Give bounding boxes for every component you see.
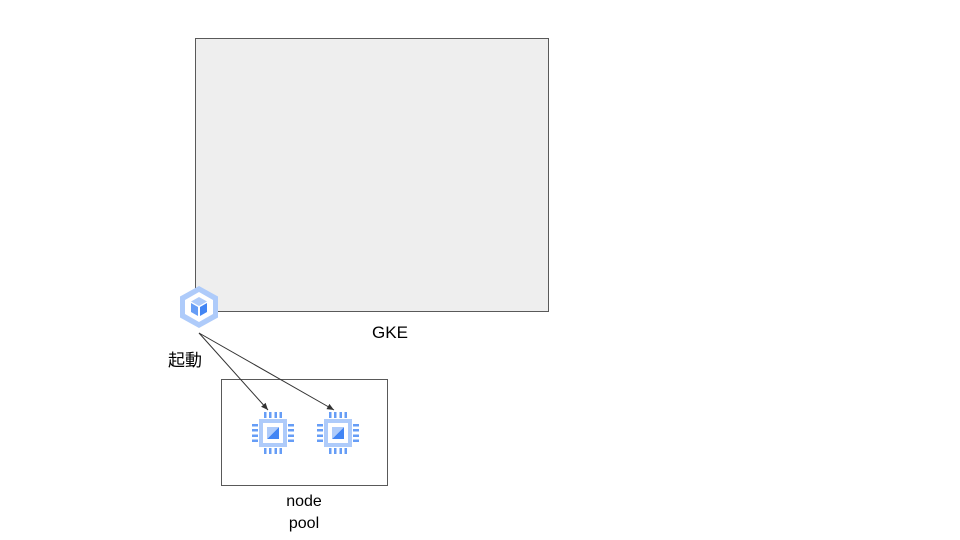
launch-label: 起動 — [168, 351, 202, 370]
node-pool-label: node pool — [264, 491, 344, 535]
node-pool-label-line2: pool — [288, 515, 320, 532]
gke-label: GKE — [372, 323, 408, 342]
gke-hexagon-cube-icon — [180, 286, 218, 328]
gke-cluster-box — [195, 38, 549, 312]
node-pool-label-line1: node — [286, 493, 322, 510]
compute-chip-icon — [317, 412, 359, 454]
node-pool-box — [221, 379, 388, 486]
compute-chip-icon — [252, 412, 294, 454]
